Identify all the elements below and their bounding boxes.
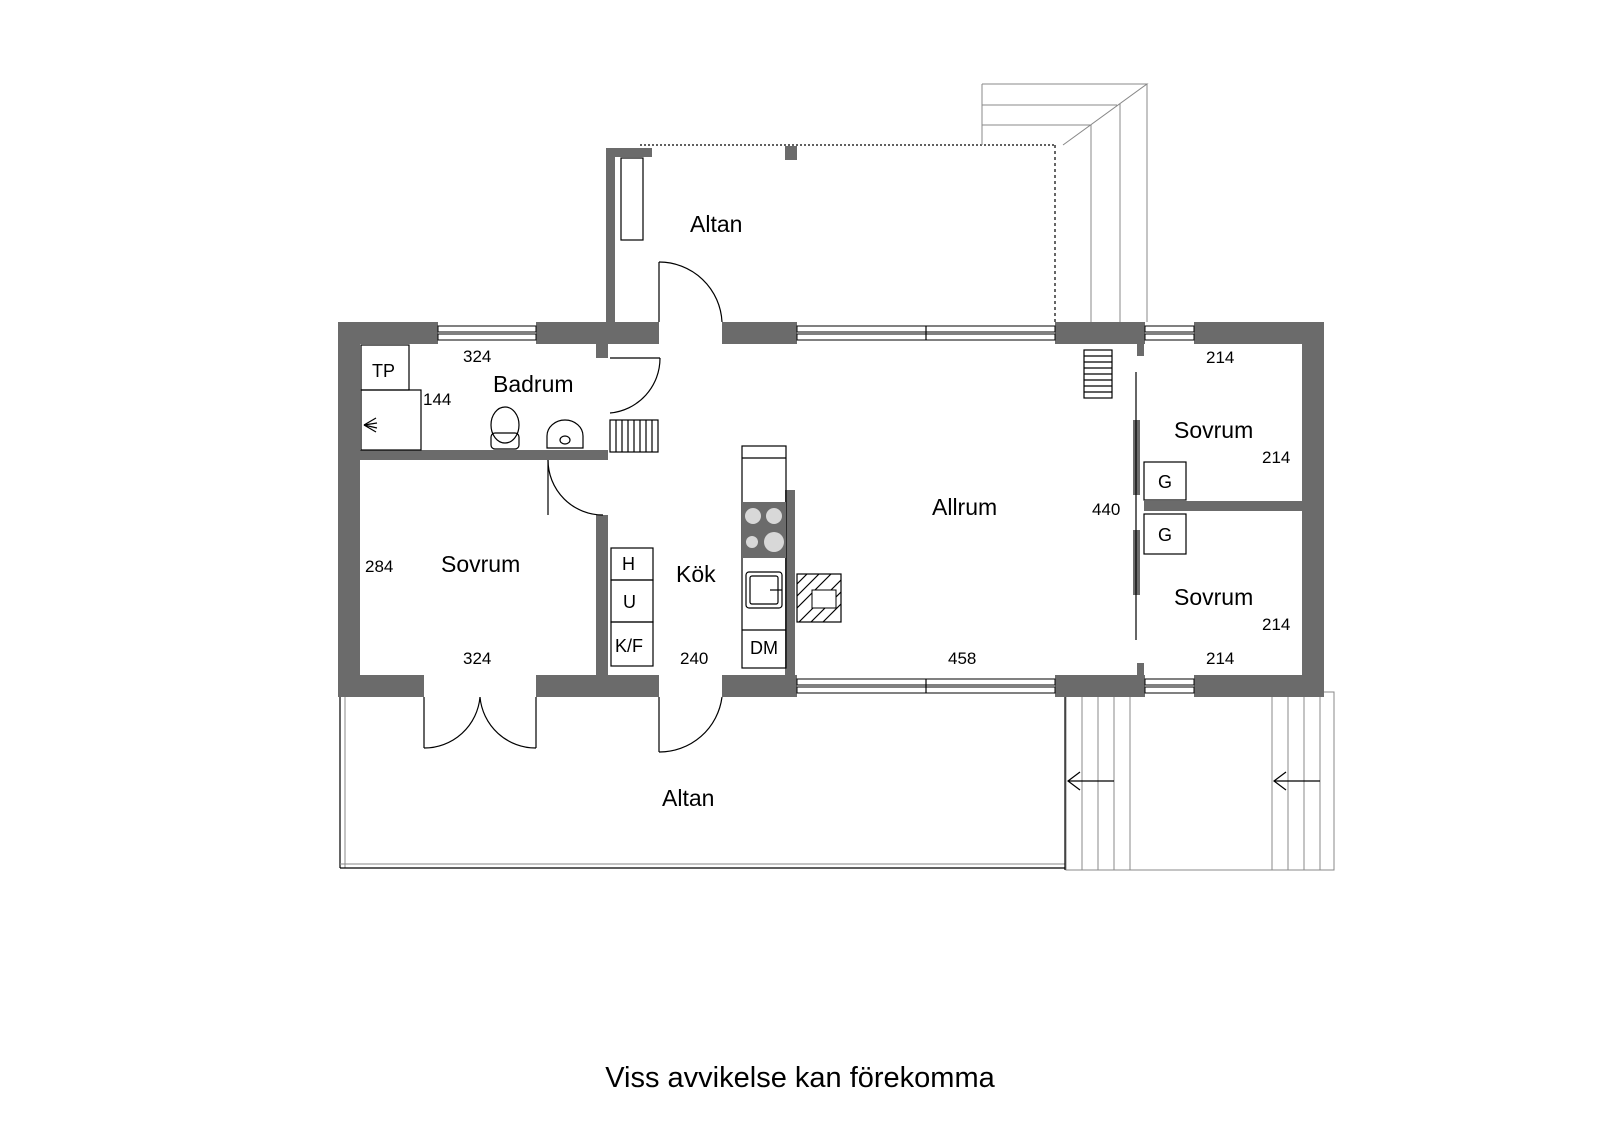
top-right-stairs [981, 83, 1149, 322]
dim-kok-width: 240 [680, 649, 708, 668]
burner-icon [764, 532, 784, 552]
walls [338, 148, 1324, 697]
dim-sovrum-rt-width: 214 [1206, 348, 1234, 367]
fixture-label-kf: K/F [615, 636, 643, 656]
room-label-badrum: Badrum [493, 371, 574, 397]
bath-stairs [609, 419, 659, 453]
bottom-right-steps [1065, 691, 1335, 871]
dim-allrum-depth: 440 [1092, 500, 1120, 519]
room-label-sovrum-right-top: Sovrum [1174, 417, 1253, 443]
top-deck [620, 144, 1056, 322]
dim-sovrum-left-depth: 284 [365, 557, 393, 576]
room-label-altan-bottom: Altan [662, 785, 714, 811]
room-label-sovrum-right-bottom: Sovrum [1174, 584, 1253, 610]
burner-icon [746, 536, 758, 548]
dim-sovrum-rb-depth: 214 [1262, 615, 1290, 634]
fixture-label-g-bottom: G [1158, 525, 1172, 545]
toilet-icon [490, 406, 520, 450]
dim-allrum-width: 458 [948, 649, 976, 668]
fixture-label-u: U [623, 592, 636, 612]
dim-sovrum-rb-width: 214 [1206, 649, 1234, 668]
burner-icon [745, 508, 761, 524]
kitchen-sink-icon [745, 571, 783, 609]
room-label-altan-top: Altan [690, 211, 742, 237]
dim-sovrum-left-width: 324 [463, 649, 491, 668]
dim-badrum-width: 324 [463, 347, 491, 366]
fireplace-icon [796, 573, 842, 623]
fixture-label-dm: DM [750, 638, 778, 658]
room-label-sovrum-left: Sovrum [441, 551, 520, 577]
room-label-allrum: Allrum [932, 494, 997, 520]
shower-icon [363, 417, 378, 433]
dim-badrum-depth: 144 [423, 390, 451, 409]
fixture-label-tp: TP [372, 361, 395, 381]
disclaimer-caption: Viss avvikelse kan förekomma [605, 1062, 995, 1094]
attic-stairs [1083, 349, 1113, 399]
doors [423, 261, 1137, 753]
fixtures [360, 344, 1187, 669]
burner-icon [766, 508, 782, 524]
fixture-label-g-top: G [1158, 472, 1172, 492]
fixture-label-h: H [622, 554, 635, 574]
room-label-kok: Kök [676, 561, 716, 587]
sink-icon [546, 419, 584, 449]
dim-sovrum-rt-depth: 214 [1262, 448, 1290, 467]
bottom-deck [339, 695, 1066, 870]
windows [437, 325, 1195, 694]
